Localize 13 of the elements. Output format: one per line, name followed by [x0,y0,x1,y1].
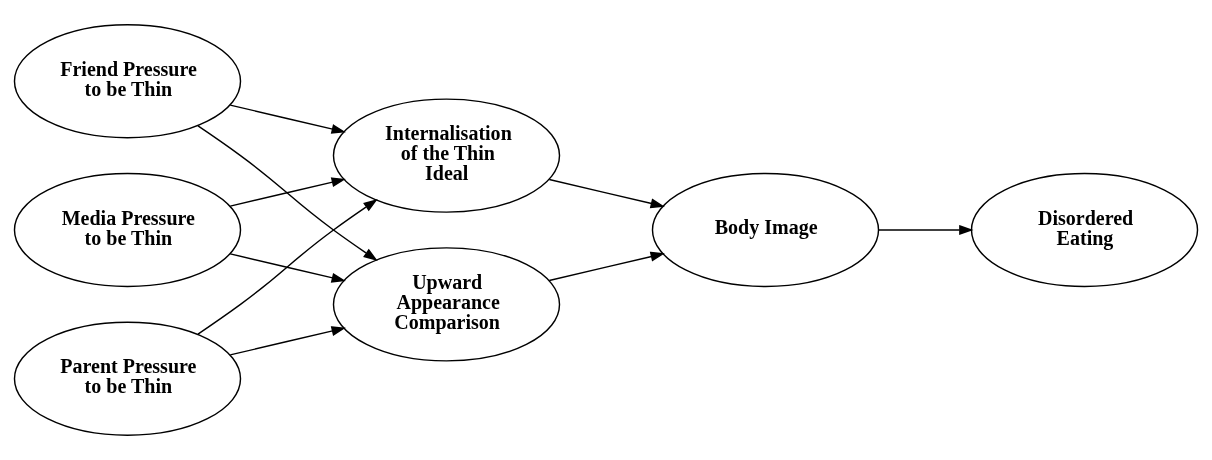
node-ellipse: Parent Pressure to be Thin [13,321,242,436]
node-ellipse: Friend Pressure to be Thin [13,24,242,139]
arrow [229,326,346,356]
arrow [197,199,378,335]
node-ellipse: Media Pressure to be Thin [13,172,242,288]
arrow [229,104,346,134]
arrow [197,125,378,261]
arrow [548,251,665,282]
arrow [548,178,665,209]
arrow [229,253,346,283]
node-ellipse: Disordered Eating [970,172,1199,288]
arrow [878,225,974,235]
arrow [229,177,346,207]
